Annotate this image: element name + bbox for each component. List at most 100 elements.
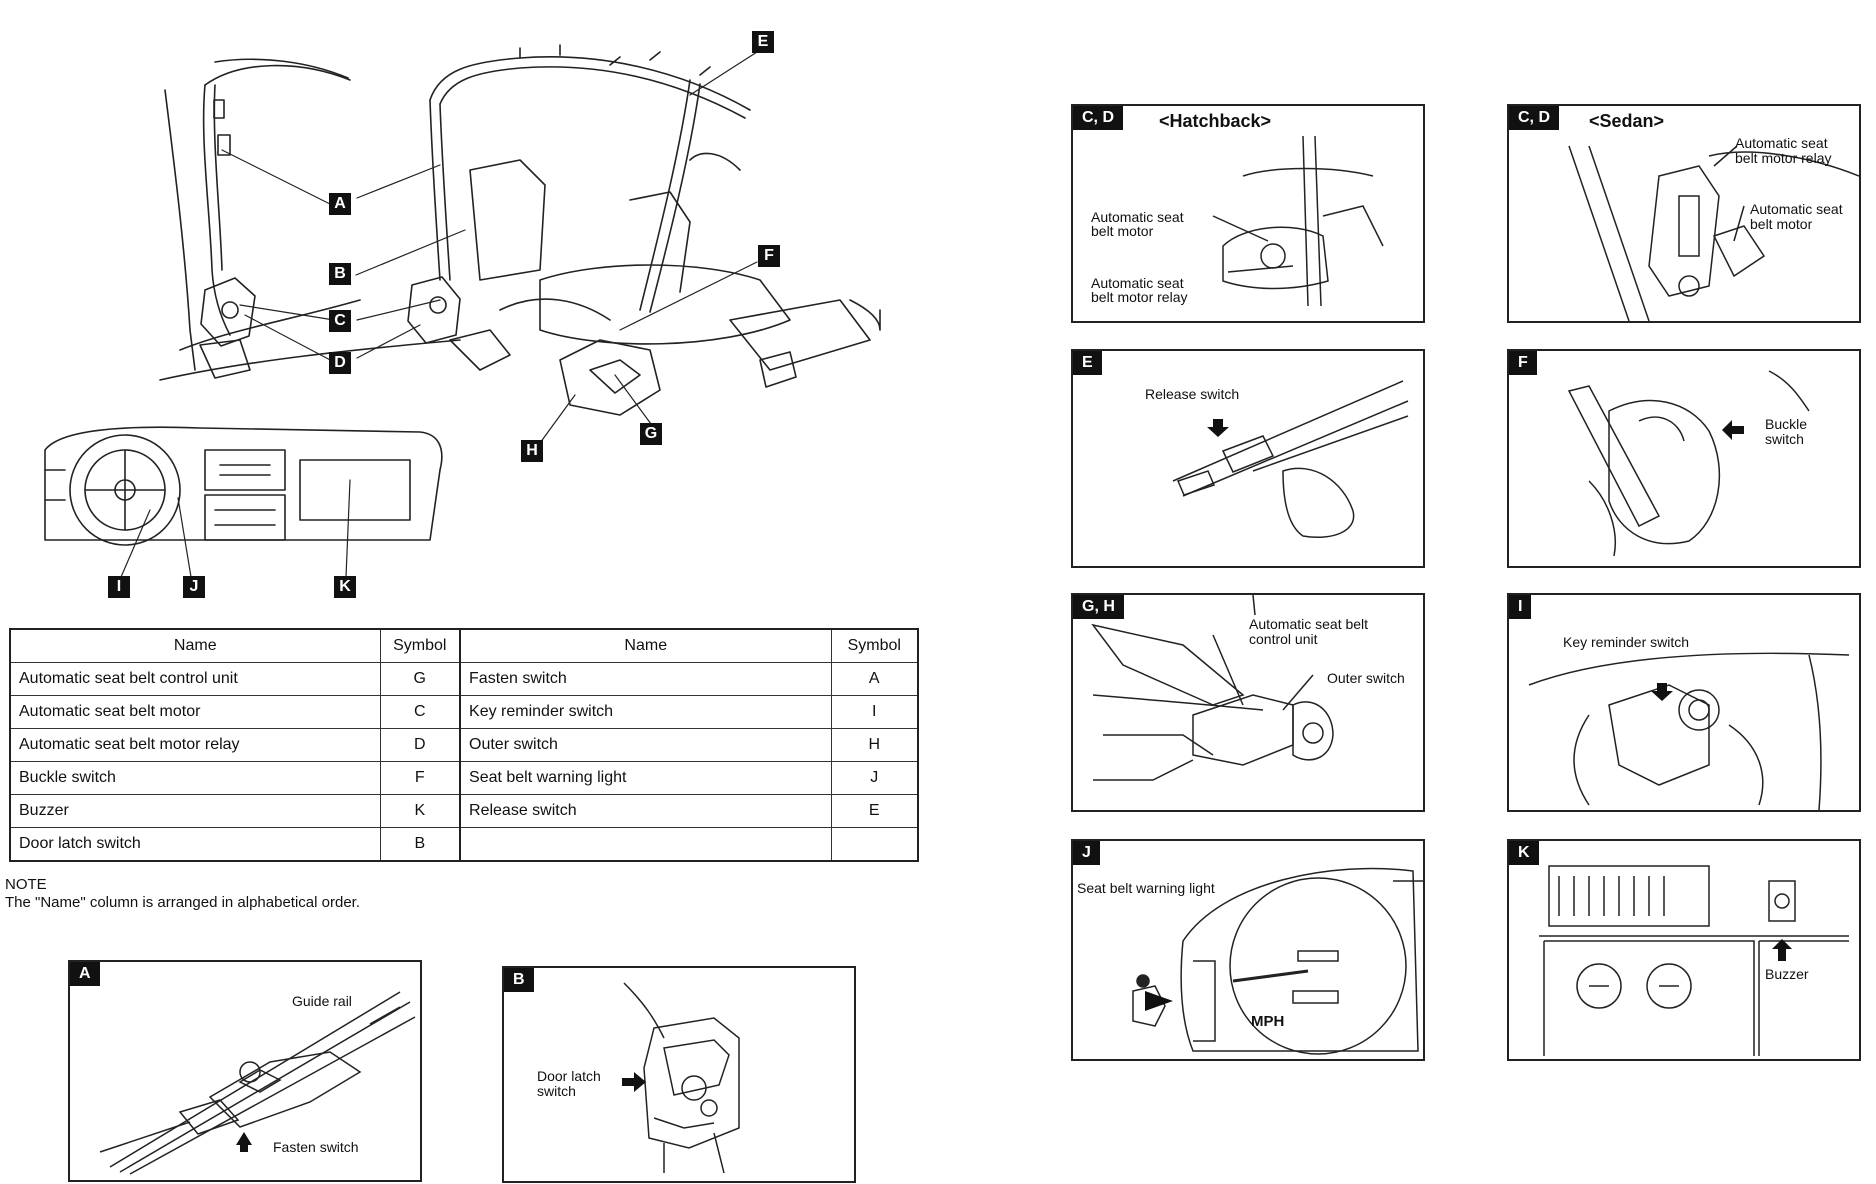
header-symbol: Symbol (830, 628, 919, 663)
control-unit-assembly (560, 340, 660, 415)
part-name: Outer switch (459, 728, 832, 762)
table-row: Automatic seat belt motor relay D Outer … (9, 728, 919, 762)
arrow-icon (236, 1132, 252, 1152)
callout-b: B (329, 263, 351, 285)
buckle-switch-drawing (1567, 370, 1810, 557)
detail-panel-cd-hatchback: C, D <Hatchback> Automatic seat belt mot… (1071, 104, 1425, 323)
callout-f: F (758, 245, 780, 267)
callout-d: D (329, 352, 351, 374)
part-name: Key reminder switch (459, 695, 832, 729)
callout-c: C (329, 310, 351, 332)
control-unit-label-line1: Automatic seat belt (1249, 616, 1369, 632)
callout-k: K (334, 576, 356, 598)
left-guide-rail (204, 85, 230, 335)
relay-label-line2: belt motor relay (1091, 289, 1188, 305)
part-symbol: G (379, 662, 461, 696)
table-row: Automatic seat belt control unit G Faste… (9, 662, 919, 696)
note-text: The "Name" column is arranged in alphabe… (5, 894, 361, 911)
part-name: Fasten switch (459, 662, 832, 696)
part-symbol: K (379, 794, 461, 828)
detail-panel-b: B Door latch switch (502, 966, 856, 1183)
control-unit-drawing (1091, 595, 1334, 781)
relay-label-line1: Automatic seat (1735, 135, 1828, 151)
detail-panel-j: J Seat belt warning light MPH (1071, 839, 1425, 1061)
variant-label: <Hatchback> (1159, 111, 1272, 131)
right-motor-assembly (408, 277, 460, 343)
dashboard-outline (45, 427, 442, 540)
motor-label-line1: Automatic seat (1750, 201, 1843, 217)
callout-i: I (108, 576, 130, 598)
seat-outline (470, 160, 545, 280)
buckle-switch-label-line2: switch (1765, 431, 1804, 447)
fasten-switch-label: Fasten switch (273, 1139, 359, 1155)
door-latch-label-line2: switch (537, 1083, 576, 1099)
door-latch-label-line1: Door latch (537, 1068, 601, 1084)
callout-e: E (752, 31, 774, 53)
note-title: NOTE (5, 876, 47, 893)
left-motor-assembly (201, 278, 255, 346)
callout-j: J (183, 576, 205, 598)
panel-tag: J (1073, 841, 1100, 865)
part-symbol: D (379, 728, 461, 762)
part-symbol: A (830, 662, 919, 696)
table-row: Buckle switch F Seat belt warning light … (9, 761, 919, 795)
header-name: Name (9, 628, 381, 663)
detail-panel-e: E Release switch (1071, 349, 1425, 568)
part-symbol: J (830, 761, 919, 795)
motor-label-line2: belt motor (1091, 223, 1154, 239)
panel-tag: E (1073, 351, 1102, 375)
variant-label: <Sedan> (1589, 111, 1665, 131)
warning-light-label: Seat belt warning light (1077, 880, 1215, 896)
part-symbol: F (379, 761, 461, 795)
panel-tag: I (1509, 595, 1532, 619)
part-name: Seat belt warning light (459, 761, 832, 795)
key-reminder-label: Key reminder switch (1563, 634, 1690, 650)
release-switch-label: Release switch (1145, 386, 1240, 402)
detail-panel-gh: G, H Automatic seat belt control unit Ou… (1071, 593, 1425, 812)
buzzer-drawing (1539, 865, 1849, 1056)
right-guide-rail (430, 57, 750, 110)
detail-panel-f: F Buckle switch (1507, 349, 1861, 568)
outer-switch-label: Outer switch (1327, 670, 1405, 686)
hatchback-motor-drawing (1212, 135, 1384, 307)
motor-label-line2: belt motor (1750, 216, 1813, 232)
part-name: Automatic seat belt motor (9, 695, 381, 729)
detail-panel-cd-sedan: C, D <Sedan> Automatic seat belt motor r… (1507, 104, 1861, 323)
table-row: Automatic seat belt motor C Key reminder… (9, 695, 919, 729)
table-row: Door latch switch B (9, 827, 919, 862)
detail-panel-i: I Key reminder switch (1507, 593, 1861, 812)
header-name: Name (459, 628, 832, 663)
panel-tag: C, D (1509, 106, 1559, 130)
panel-tag: F (1509, 351, 1537, 375)
relay-label-line1: Automatic seat (1091, 275, 1184, 291)
relay-label-line2: belt motor relay (1735, 150, 1832, 166)
detail-panel-k: K Buzzer (1507, 839, 1861, 1061)
panel-tag: B (504, 968, 534, 992)
fasten-switch-drawing (99, 991, 416, 1175)
buckle-switch-label-line1: Buckle (1765, 416, 1808, 432)
arrow-icon (1207, 419, 1229, 437)
table-row: Buzzer K Release switch E (9, 794, 919, 828)
part-name: Buckle switch (9, 761, 381, 795)
part-symbol: H (830, 728, 919, 762)
callout-g: G (640, 423, 662, 445)
part-symbol: E (830, 794, 919, 828)
instrument-cluster-drawing (1132, 867, 1423, 1055)
panel-tag: C, D (1073, 106, 1123, 130)
header-symbol: Symbol (379, 628, 461, 663)
part-symbol: I (830, 695, 919, 729)
part-symbol: B (379, 827, 461, 862)
part-symbol (830, 827, 919, 862)
release-switch-drawing (1172, 380, 1409, 538)
table-note: NOTE The "Name" column is arranged in al… (5, 876, 360, 912)
steering-wheel (70, 435, 180, 545)
part-name: Automatic seat belt control unit (9, 662, 381, 696)
part-name: Release switch (459, 794, 832, 828)
door-latch-drawing (622, 982, 740, 1174)
parts-table: Name Symbol Name Symbol Automatic seat b… (9, 628, 919, 862)
part-name: Automatic seat belt motor relay (9, 728, 381, 762)
panel-tag: K (1509, 841, 1539, 865)
part-name: Door latch switch (9, 827, 381, 862)
callout-h: H (521, 440, 543, 462)
